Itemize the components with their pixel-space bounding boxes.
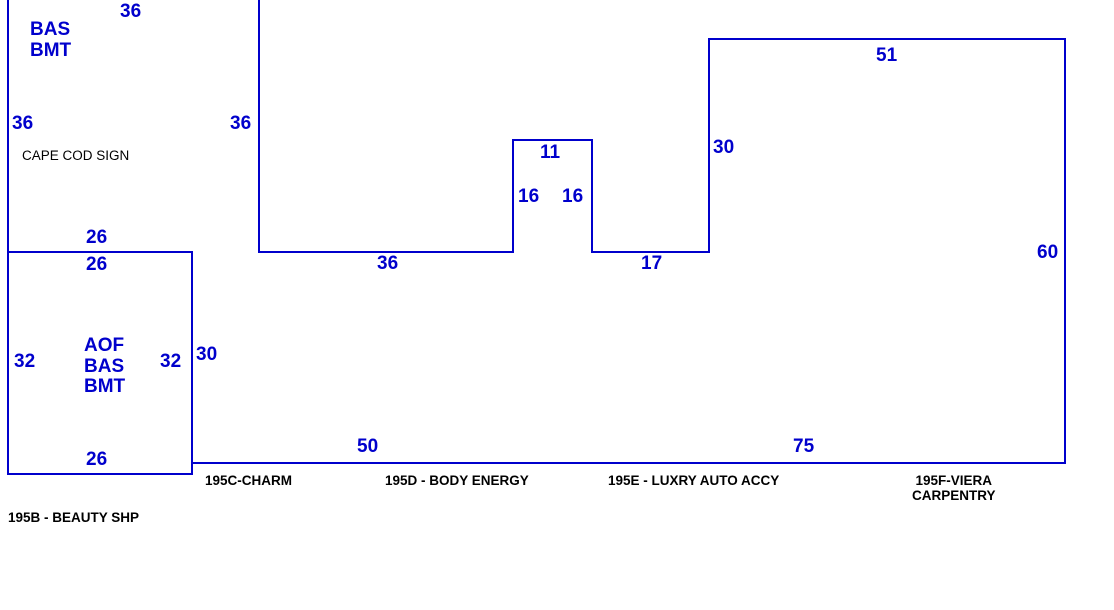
dimension-right-32: 32 xyxy=(160,351,182,372)
dimension-bottom-50: 50 xyxy=(357,436,379,457)
dimension-bottom-26: 26 xyxy=(86,449,108,470)
dimension-notch-right-16: 16 xyxy=(562,186,584,207)
dimension-upper-26: 26 xyxy=(86,227,108,248)
building-outline-path xyxy=(7,0,1066,464)
dimension-far-right-60: 60 xyxy=(1037,242,1059,263)
area-code-lower: AOF BAS BMT xyxy=(84,335,126,398)
lower-left-section-rect xyxy=(7,251,193,475)
dimension-top-51: 51 xyxy=(876,45,898,66)
dimension-lower-26: 26 xyxy=(86,254,108,275)
area-code-upper: BAS BMT xyxy=(30,19,72,61)
dimension-left-36: 36 xyxy=(12,113,34,134)
dimension-top-left-36: 36 xyxy=(120,1,142,22)
dimension-notch-left-16: 16 xyxy=(518,186,540,207)
dimension-right-30-lower: 30 xyxy=(196,344,218,365)
dimension-inner-right-36: 36 xyxy=(230,113,252,134)
dimension-bottom-17: 17 xyxy=(641,253,663,274)
dimension-bottom-75: 75 xyxy=(793,436,815,457)
tenant-label-195c-charm: 195C-CHARM xyxy=(205,473,293,488)
tenant-label-195b-beauty-shp: 195B - BEAUTY SHP xyxy=(8,510,140,525)
dimension-notch-11: 11 xyxy=(540,142,561,163)
tenant-label-195e-luxry-auto: 195E - LUXRY AUTO ACCY xyxy=(608,473,780,488)
tenant-label-195f-viera: 195F-VIERA CARPENTRY xyxy=(912,473,996,503)
tenant-label-cape-cod-sign: CAPE COD SIGN xyxy=(22,148,130,163)
dimension-left-32: 32 xyxy=(14,351,36,372)
dimension-right-30-upper: 30 xyxy=(713,137,735,158)
tenant-label-195d-body-energy: 195D - BODY ENERGY xyxy=(385,473,529,488)
dimension-bottom-36: 36 xyxy=(377,253,399,274)
